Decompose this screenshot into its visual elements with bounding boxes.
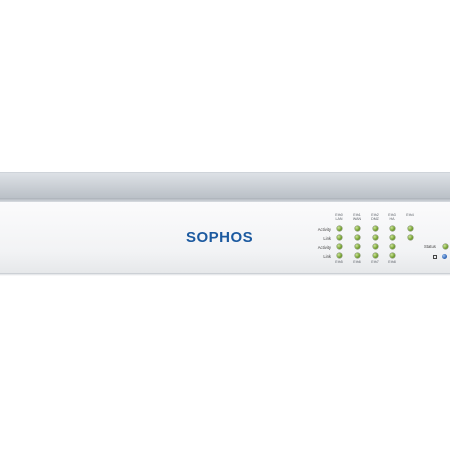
led-eth8-activity (390, 244, 395, 249)
row-label-activity-top: Activity (317, 227, 331, 232)
bottom-shadow (0, 273, 450, 276)
port-label-eth8: Eth8 (388, 260, 396, 264)
led-eth0-activity (337, 226, 342, 231)
led-eth3-link (390, 235, 395, 240)
led-eth1-activity (355, 226, 360, 231)
port-label-eth7: Eth7 (371, 260, 379, 264)
usb-indicator-led (442, 254, 447, 259)
led-eth7-activity (373, 244, 378, 249)
port-label-eth6: Eth6 (353, 260, 361, 264)
status-label: Status (424, 244, 436, 249)
top-cover (0, 172, 450, 199)
led-eth5-link (337, 253, 342, 258)
row-label-activity-bottom: Activity (317, 245, 331, 250)
led-eth2-activity (373, 226, 378, 231)
usb-port-icon (433, 255, 437, 259)
led-eth6-activity (355, 244, 360, 249)
port-header-eth4: Eth4 (406, 213, 414, 217)
led-eth2-link (373, 235, 378, 240)
sophos-logo: SOPHOS (186, 229, 254, 246)
led-eth3-activity (390, 226, 395, 231)
port-label-eth5: Eth5 (335, 260, 343, 264)
led-eth1-link (355, 235, 360, 240)
led-eth4-activity (408, 226, 413, 231)
led-eth5-activity (337, 244, 342, 249)
status-led (443, 244, 448, 249)
led-eth6-link (355, 253, 360, 258)
row-label-link-top: Link (323, 236, 331, 241)
cover-edge (0, 198, 450, 202)
led-eth8-link (390, 253, 395, 258)
row-label-link-bottom: Link (323, 254, 331, 259)
led-eth4-link (408, 235, 413, 240)
led-eth7-link (373, 253, 378, 258)
firewall-appliance (0, 172, 450, 276)
led-eth0-link (337, 235, 342, 240)
